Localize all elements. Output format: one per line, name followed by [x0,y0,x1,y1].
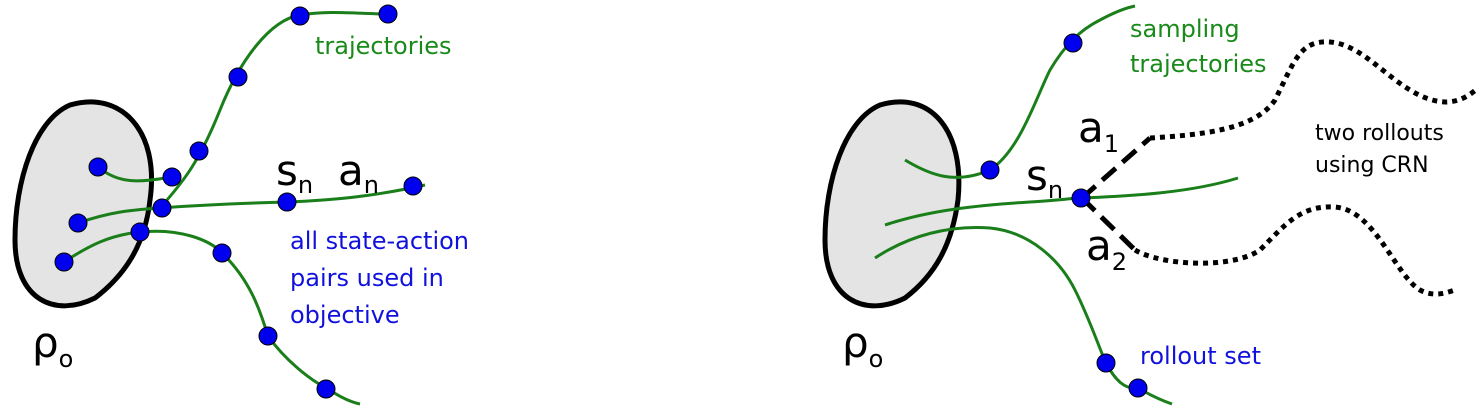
point [189,141,209,161]
left-action-symbol: an [338,146,379,199]
point [54,252,74,272]
point [1071,188,1091,208]
left-rho-symbol: ρo [32,318,73,373]
right-initial-state-region [822,99,962,309]
right-panel: sampling trajectories a1 sn a2 two rollo… [822,4,1480,406]
point [378,4,398,24]
left-state-symbol: sn [276,146,313,199]
rollout-upper-continuation [1149,39,1480,141]
point [316,379,336,399]
point [152,198,172,218]
action-a1-symbol: a1 [1078,103,1119,158]
point [258,326,278,346]
left-trajectories-label: trajectories [315,32,452,60]
right-rho-symbol: ρo [842,318,883,373]
point [212,243,232,263]
right-points [980,33,1148,398]
right-state-symbol: sn [1026,151,1063,204]
point [1128,378,1148,398]
right-trajectory-middle [884,176,1239,227]
point [88,157,108,177]
left-pairs-label: all state-action pairs used in objective [290,227,477,329]
point [290,6,310,26]
left-state-action-points [54,4,423,399]
left-trajectory-middle [77,183,426,225]
point [68,213,88,233]
point [130,222,150,242]
right-trajectory-upper [904,4,1136,179]
point [403,176,423,196]
rollout-action-a1-segment [1080,136,1152,200]
rollout-set-label: rollout set [1140,342,1261,370]
left-panel: trajectories sn an all state-action pair… [12,4,477,406]
left-trajectory-upper [158,10,389,209]
point [277,192,297,212]
point [980,160,1000,180]
point [1063,33,1083,53]
sampling-trajectories-label: sampling trajectories [1130,15,1267,78]
point [1096,353,1116,373]
left-initial-state-region [12,99,154,309]
point [162,167,182,187]
action-a2-symbol: a2 [1086,221,1127,276]
two-rollouts-label: two rollouts using CRN [1315,121,1451,178]
rollout-action-a2-segment [1080,196,1137,252]
right-rollouts [1080,39,1480,297]
point [228,67,248,87]
rollout-lower-continuation [1133,204,1456,297]
